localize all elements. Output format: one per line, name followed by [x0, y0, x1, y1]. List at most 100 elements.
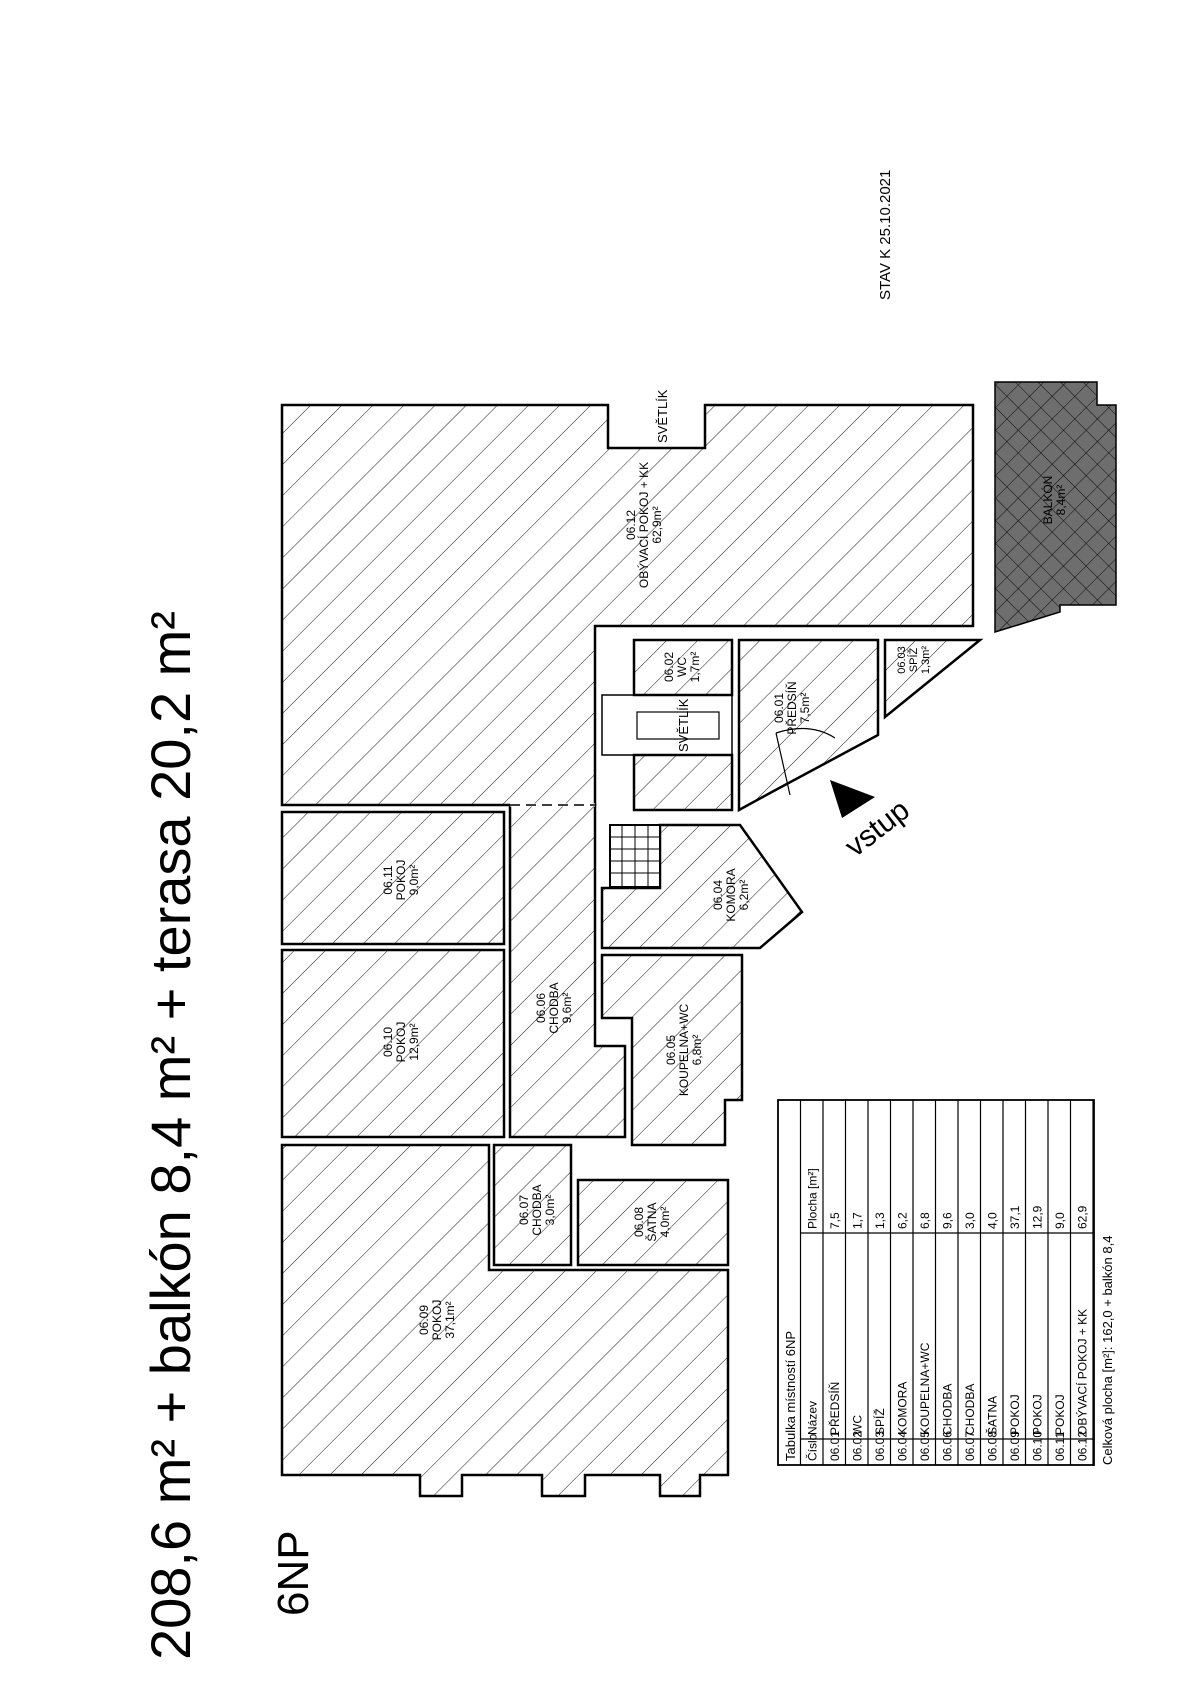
- table-cell: 06.04: [896, 1431, 910, 1461]
- svg-text:06.05: 06.05: [664, 1035, 678, 1065]
- table-cell: 06.02: [851, 1431, 865, 1461]
- table-total: Celková plocha [m²]: 162,0 + balkón 8,4: [1100, 1236, 1115, 1465]
- svg-text:06.08: 06.08: [632, 1207, 646, 1237]
- table-cell: CHODBA: [941, 1384, 955, 1435]
- svg-text:12,9m²: 12,9m²: [407, 1023, 421, 1060]
- table-cell: KOMORA: [896, 1382, 910, 1435]
- table-cell: 06.09: [1008, 1431, 1022, 1461]
- table-cell: OBÝVACÍ POKOJ + KK: [1075, 1309, 1090, 1435]
- table-cell: 3,0: [963, 1212, 977, 1229]
- svg-text:4,0m²: 4,0m²: [658, 1207, 672, 1238]
- svg-text:BALKÓN: BALKÓN: [1040, 476, 1055, 525]
- room-06-02-outline: [632, 638, 734, 697]
- skylight-label-top: SVĚTLÍK: [655, 389, 670, 443]
- table-cell: 12,9: [1031, 1205, 1045, 1229]
- table-cell: SPÍŽ: [872, 1408, 887, 1435]
- table-cell: POKOJ: [1031, 1394, 1045, 1435]
- svg-text:06.03: 06.03: [896, 646, 908, 674]
- table-cell: 1,7: [851, 1212, 865, 1229]
- table-cell: ŠATNA: [985, 1396, 1000, 1435]
- table-cell: 06.10: [1031, 1431, 1045, 1461]
- entry-arrow-icon: [830, 780, 875, 818]
- room-06-09-outline: [280, 1143, 730, 1498]
- table-cell: 06.08: [986, 1431, 1000, 1461]
- balcony-outline: [994, 381, 1117, 634]
- table-header-cell: Název: [806, 1401, 820, 1435]
- room-06-08-outline: [576, 1178, 730, 1267]
- table-cell: PŘEDSÍŇ: [827, 1382, 842, 1435]
- table-cell: 06.11: [1053, 1432, 1067, 1461]
- svg-text:3,0m²: 3,0m²: [543, 1195, 557, 1226]
- door-swing: [775, 727, 836, 796]
- room-06-10-outline: [280, 948, 506, 1139]
- skylight-inner: [636, 711, 720, 740]
- svg-text:KOMORA: KOMORA: [724, 868, 738, 921]
- status-date: STAV K 25.10.2021: [877, 170, 894, 300]
- svg-text:OBÝVACÍ POKOJ + KK: OBÝVACÍ POKOJ + KK: [636, 462, 651, 588]
- table-cell: 37,1: [1008, 1205, 1022, 1229]
- svg-text:1,3m²: 1,3m²: [920, 646, 932, 674]
- table-header-cell: Číslo: [805, 1433, 820, 1461]
- table-cell: 6,8: [918, 1212, 932, 1229]
- table-cell: KOUPELNA+WC: [918, 1342, 932, 1435]
- table-cell: 06.03: [873, 1431, 887, 1461]
- svg-text:POKOJ: POKOJ: [430, 1300, 444, 1341]
- svg-text:06.12: 06.12: [624, 510, 638, 540]
- svg-text:PŘEDSÍŇ: PŘEDSÍŇ: [784, 681, 799, 734]
- hall-wedge-outline: [632, 753, 734, 812]
- svg-text:KOUPELNA+WC: KOUPELNA+WC: [677, 1003, 691, 1096]
- svg-text:62,9m²: 62,9m²: [650, 506, 664, 543]
- table-cell: 06.01: [828, 1431, 842, 1461]
- svg-text:ŠATNA: ŠATNA: [644, 1202, 659, 1241]
- room-06-07-outline: [492, 1143, 573, 1267]
- table-cell: 62,9: [1076, 1205, 1090, 1229]
- table-cell: 06.12: [1076, 1431, 1090, 1461]
- svg-text:1,7m²: 1,7m²: [688, 652, 702, 683]
- svg-text:06.10: 06.10: [381, 1027, 395, 1057]
- table-cell: 4,0: [986, 1212, 1000, 1229]
- table-cell: 9,6: [941, 1212, 955, 1229]
- room-06-03-outline: [883, 638, 984, 720]
- svg-text:06.11: 06.11: [381, 865, 395, 894]
- headline: 208,6 m² + balkón 8,4 m² + terasa 20,2 m…: [139, 611, 202, 1660]
- table-cell: POKOJ: [1008, 1394, 1022, 1435]
- table-cell: 06.06: [941, 1431, 955, 1461]
- svg-text:06.09: 06.09: [417, 1305, 431, 1335]
- table-cell: 1,3: [873, 1212, 887, 1229]
- svg-text:06.01: 06.01: [772, 693, 786, 723]
- room-06-11-outline: [280, 810, 506, 946]
- room-06-12-outline: [280, 403, 975, 807]
- svg-text:6,2m²: 6,2m²: [737, 880, 751, 911]
- svg-text:8,4m²: 8,4m²: [1054, 485, 1068, 516]
- svg-text:06.02: 06.02: [662, 652, 676, 682]
- svg-text:9,6m²: 9,6m²: [560, 993, 574, 1024]
- skylight-label-center: SVĚTLÍK: [676, 698, 691, 752]
- table-cell: 6,2: [896, 1212, 910, 1229]
- table-cell: 06.05: [918, 1431, 932, 1461]
- table-cell: CHODBA: [963, 1384, 977, 1435]
- svg-text:06.07: 06.07: [517, 1195, 531, 1225]
- svg-text:CHODBA: CHODBA: [530, 1184, 544, 1235]
- table-cell: WC: [851, 1415, 865, 1435]
- table-cell: 9,0: [1053, 1212, 1067, 1229]
- table-cell: 06.07: [963, 1431, 977, 1461]
- svg-text:SPÍŽ: SPÍŽ: [907, 647, 920, 672]
- svg-text:CHODBA: CHODBA: [547, 982, 561, 1033]
- table-header-cell: Plocha [m²]: [806, 1168, 820, 1229]
- svg-text:06.04: 06.04: [711, 880, 725, 910]
- svg-text:06.06: 06.06: [534, 993, 548, 1023]
